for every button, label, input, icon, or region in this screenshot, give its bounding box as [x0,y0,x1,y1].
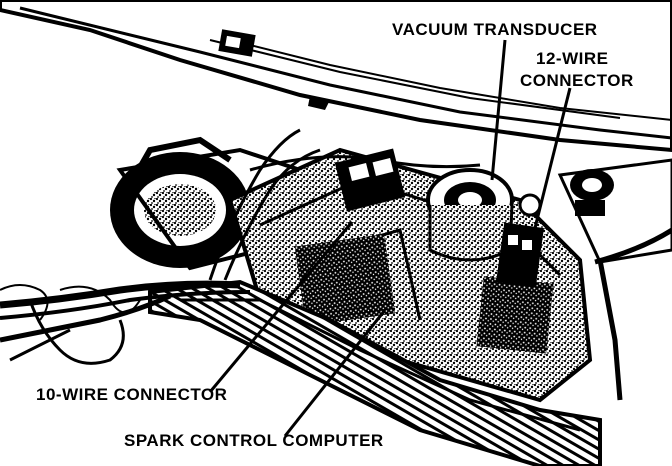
leader-spark-control-computer [283,309,387,437]
label-10-wire-connector: 10-WIRE CONNECTOR [36,385,228,404]
wiring-harness [0,128,481,365]
leader-10-wire-connector [208,221,354,393]
label-spark-control-computer: SPARK CONTROL COMPUTER [124,431,384,450]
hood-panel [0,0,672,153]
leader-lines [208,39,572,437]
ten-wire-connector [334,148,406,212]
label-12-wire-connector: CONNECTOR [520,71,634,90]
mount-bracket [518,169,614,217]
vacuum-transducer [426,168,514,262]
leader-vacuum-transducer [490,39,507,181]
leader-12-wire-connector [530,87,572,241]
label-12-wire: 12-WIRE [536,49,609,68]
air-cleaner [110,136,302,271]
label-vacuum-transducer: VACUUM TRANSDUCER [392,20,598,39]
twelve-wire-connector [496,222,544,288]
